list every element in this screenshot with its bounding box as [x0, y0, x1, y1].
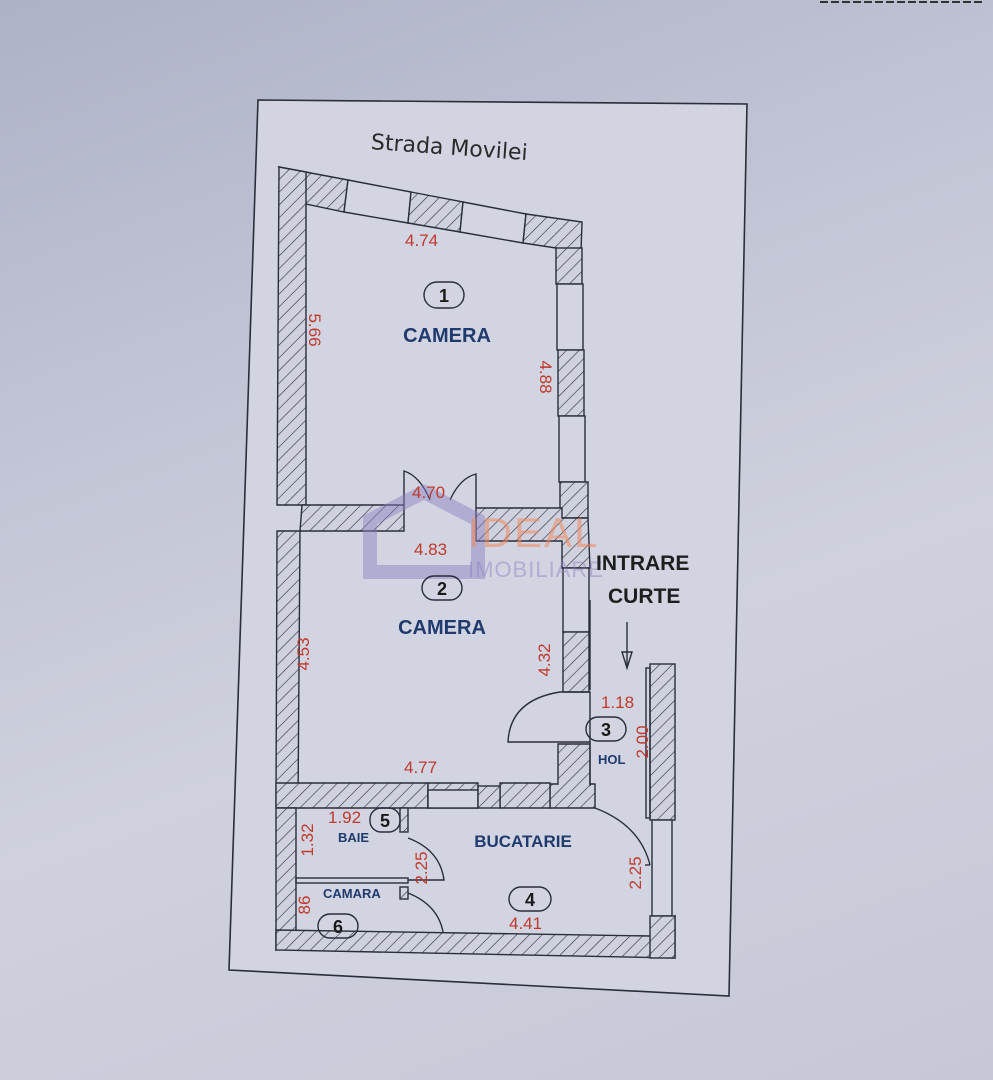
- dim-right: 4.88: [536, 360, 555, 393]
- entrance-line-1: INTRARE: [596, 552, 689, 575]
- room-1-walls: [276, 165, 589, 519]
- room-5: 1.92 5 BAIE 1.32 2.25: [298, 807, 431, 885]
- room-name: CAMERA: [403, 325, 491, 347]
- room-4: BUCATARIE 4 4.41 2.25: [474, 832, 645, 933]
- room-name: BAIE: [338, 830, 369, 845]
- dim-top: 1.18: [601, 693, 634, 712]
- entrance-label: INTRARE CURTE: [596, 552, 689, 671]
- room-number: 2: [437, 579, 447, 599]
- room-6: CAMARA 86 6: [295, 886, 381, 939]
- room-number: 4: [525, 890, 535, 910]
- watermark-imobiliare: IMOBILIARE: [468, 557, 604, 582]
- room-badge: [423, 281, 465, 309]
- room-number: 1: [439, 286, 449, 306]
- middle-wall: [299, 470, 591, 569]
- room-badge: [369, 807, 401, 833]
- dim-left: 1.32: [298, 823, 317, 856]
- dim-top: 1.92: [328, 808, 361, 827]
- room-badge: [585, 716, 627, 742]
- house-icon: [363, 484, 485, 579]
- bottom-walls: [275, 807, 676, 959]
- room-number: 6: [333, 917, 343, 937]
- room-number: 3: [601, 720, 611, 740]
- dim-left: 86: [295, 896, 314, 915]
- dim-top: 4.83: [414, 540, 447, 559]
- room-badge: [421, 575, 463, 601]
- hol-walls: [589, 600, 676, 917]
- sheet-border: [228, 99, 748, 997]
- room-2: 2 CAMERA 4.83 4.53 4.32 4.77: [294, 540, 554, 777]
- room-name: CAMARA: [323, 886, 381, 901]
- room-name: CAMERA: [398, 617, 486, 639]
- room-name: HOL: [598, 752, 626, 767]
- room-2-walls: [275, 530, 596, 809]
- room-name: BUCATARIE: [474, 832, 572, 851]
- dim-right: 2.25: [412, 851, 431, 884]
- dim-bottom: 4.41: [509, 914, 542, 933]
- room-badge: [508, 886, 552, 912]
- room-3: 3 HOL 1.18 2.00: [585, 693, 652, 767]
- dim-left: 5.66: [305, 313, 324, 346]
- watermark-ideal: IDEAL: [468, 509, 599, 556]
- watermark: IDEAL IMOBILIARE: [363, 484, 604, 582]
- arrow-down-icon: [621, 622, 633, 671]
- dim-top: 4.74: [405, 231, 438, 250]
- dim-bottom: 4.77: [404, 758, 437, 777]
- dim-right: 2.00: [633, 725, 652, 758]
- dim-right: 2.25: [626, 856, 645, 889]
- room-number: 5: [380, 811, 390, 831]
- entrance-line-2: CURTE: [608, 585, 680, 608]
- room-badge: [317, 913, 359, 939]
- dim-left: 4.53: [294, 637, 313, 670]
- dim-bottom: 4.70: [412, 483, 445, 502]
- room-1: 1 CAMERA 4.74 5.66 4.88 4.70: [305, 231, 555, 502]
- dim-right: 4.32: [535, 643, 554, 676]
